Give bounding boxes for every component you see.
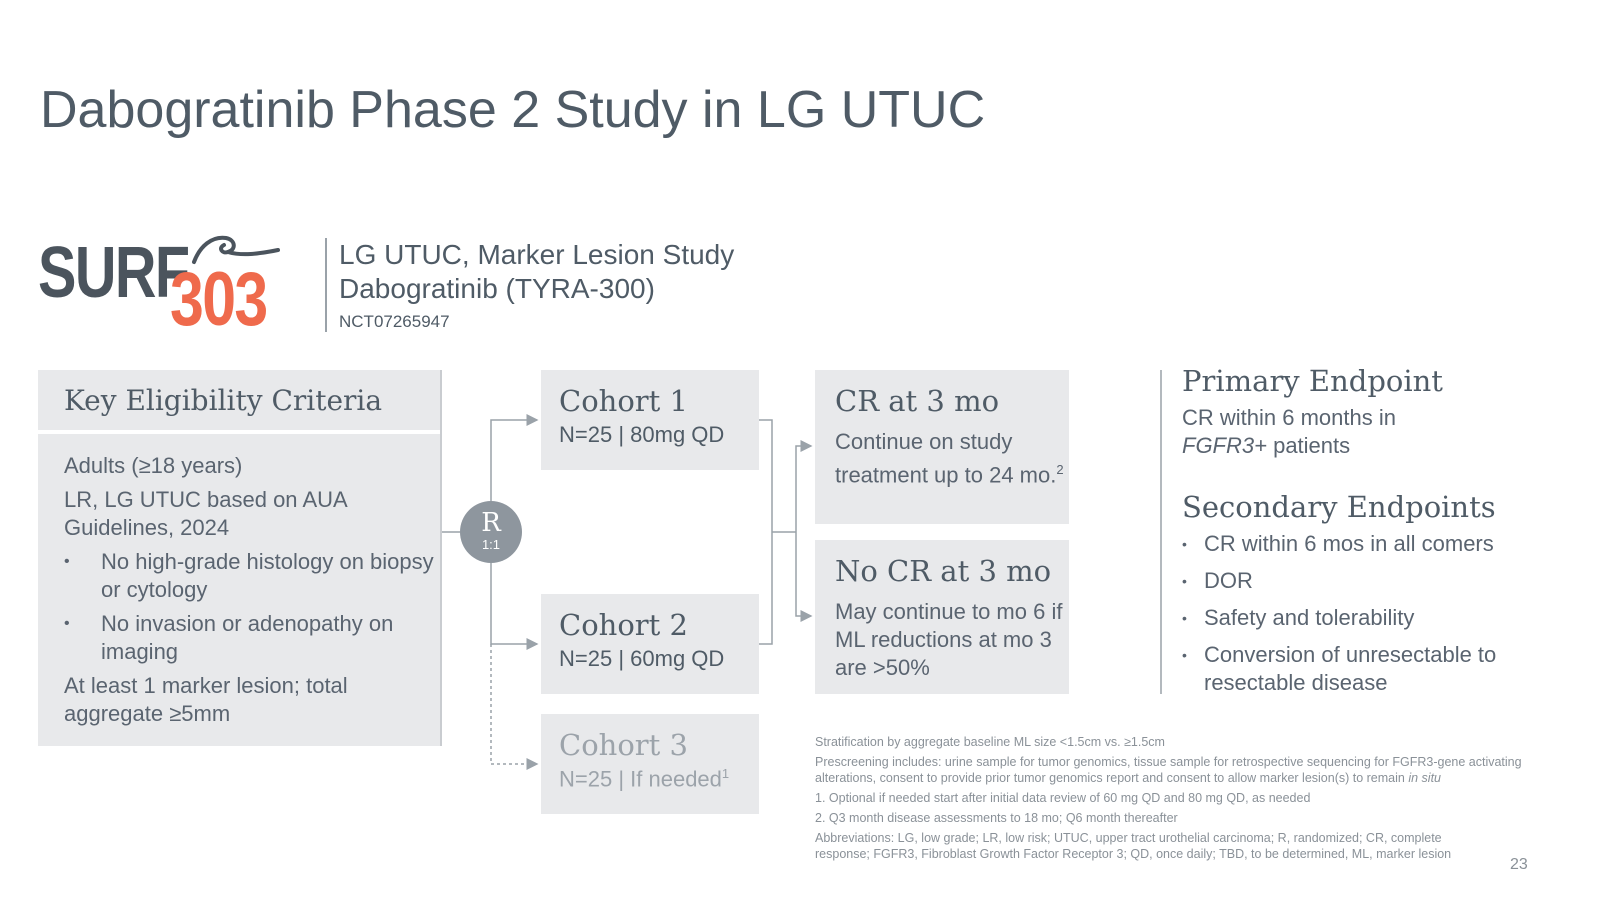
eligibility-item-diagnosis: LR, LG UTUC based on AUA Guidelines, 202… xyxy=(64,487,347,540)
primary-endpoint-title: Primary Endpoint xyxy=(1182,364,1443,398)
eligibility-header: Key Eligibility Criteria xyxy=(38,370,440,434)
eligibility-bullet-text: No high-grade histology on biopsy or cyt… xyxy=(101,549,434,602)
primary-endpoint-text: CR within 6 months in FGFR3+ patients xyxy=(1182,404,1582,460)
outcome-body: Continue on study treatment up to 24 mo.… xyxy=(835,428,1065,489)
merge-to-no-cr-arrow xyxy=(795,532,813,622)
list-item: •DOR xyxy=(1182,568,1253,593)
wave-icon xyxy=(192,235,280,264)
list-item-text: Conversion of unresectable to resectable… xyxy=(1204,642,1497,695)
cohort-merge-line xyxy=(758,419,796,645)
logo-number: 303 xyxy=(170,257,268,342)
cohort-title: Cohort 2 xyxy=(559,608,688,642)
randomization-node: R 1:1 xyxy=(460,501,522,563)
endpoints-panel: Primary Endpoint CR within 6 months in F… xyxy=(1182,364,1582,706)
randomization-to-cohort1-arrow xyxy=(490,414,539,501)
cr-at-3mo-box: CR at 3 mo Continue on study treatment u… xyxy=(815,370,1069,524)
primary-endpoint-gene: FGFR3+ xyxy=(1182,433,1267,458)
study-heading: LG UTUC, Marker Lesion Study Dabogratini… xyxy=(325,238,734,332)
footnote-ref: 1 xyxy=(721,766,730,781)
footnotes: Stratification by aggregate baseline ML … xyxy=(815,734,1545,866)
footnote-1: 1. Optional if needed start after initia… xyxy=(815,791,1311,805)
study-name: LG UTUC, Marker Lesion Study xyxy=(339,239,735,270)
eligibility-bullet: •No high-grade histology on biopsy or cy… xyxy=(64,549,434,602)
slide-title: Dabogratinib Phase 2 Study in LG UTUC xyxy=(40,81,986,139)
randomization-letter: R xyxy=(481,508,501,538)
footnote-prescreening: Prescreening includes: urine sample for … xyxy=(815,754,1545,786)
surf303-logo: SURF 303 xyxy=(38,232,288,342)
primary-endpoint-line1: CR within 6 months in xyxy=(1182,405,1396,430)
list-item-text: Safety and tolerability xyxy=(1204,605,1415,630)
merge-to-cr-arrow xyxy=(795,440,813,532)
list-item: •CR within 6 mos in all comers xyxy=(1182,531,1494,556)
cohort-detail-text: N=25 | If needed xyxy=(559,766,722,792)
study-nct-id: NCT07265947 xyxy=(339,312,450,331)
list-item: •Safety and tolerability xyxy=(1182,605,1415,630)
eligibility-box: Key Eligibility Criteria Adults (≥18 yea… xyxy=(38,370,442,746)
list-item-text: DOR xyxy=(1204,568,1253,593)
cohort-title: Cohort 1 xyxy=(559,384,688,418)
footnote-prescreening-italic: in situ xyxy=(1408,771,1441,785)
primary-endpoint-line2: patients xyxy=(1266,433,1351,458)
eligibility-list: Adults (≥18 years) LR, LG UTUC based on … xyxy=(64,452,434,734)
endpoints-divider xyxy=(1160,370,1162,694)
outcome-body-text: Continue on study treatment up to 24 mo. xyxy=(835,429,1057,488)
cohort-detail: N=25 | If needed1 xyxy=(559,766,729,792)
randomization-to-cohort2-arrow xyxy=(490,563,539,650)
footnote-stratification: Stratification by aggregate baseline ML … xyxy=(815,735,1165,749)
page-number: 23 xyxy=(1510,856,1528,873)
cohort-title: Cohort 3 xyxy=(559,728,688,762)
no-cr-at-3mo-box: No CR at 3 mo May continue to mo 6 if ML… xyxy=(815,540,1069,694)
cohort-detail: N=25 | 60mg QD xyxy=(559,646,725,671)
secondary-endpoints-title: Secondary Endpoints xyxy=(1182,490,1496,524)
list-item: •Conversion of unresectable to resectabl… xyxy=(1182,642,1497,695)
list-item-text: CR within 6 mos in all comers xyxy=(1204,531,1494,556)
outcome-title: CR at 3 mo xyxy=(835,384,1000,418)
outcome-body: May continue to mo 6 if ML reductions at… xyxy=(835,599,1063,680)
footnote-2: 2. Q3 month disease assessments to 18 mo… xyxy=(815,811,1178,825)
cohort-detail: N=25 | 80mg QD xyxy=(559,422,725,447)
footnote-abbreviations: Abbreviations: LG, low grade; LR, low ri… xyxy=(815,831,1452,861)
eligibility-title: Key Eligibility Criteria xyxy=(64,384,383,417)
footnote-ref: 2 xyxy=(1056,462,1064,477)
eligibility-item-age: Adults (≥18 years) xyxy=(64,453,243,478)
secondary-endpoints-list: •CR within 6 mos in all comers •DOR •Saf… xyxy=(1182,530,1582,697)
eligibility-item-marker-lesion: At least 1 marker lesion; total aggregat… xyxy=(64,673,348,726)
footnote-prescreening-text: Prescreening includes: urine sample for … xyxy=(815,755,1522,785)
cohort-2-box: Cohort 2 N=25 | 60mg QD xyxy=(541,594,759,694)
eligibility-bullet: •No invasion or adenopathy on imaging xyxy=(64,611,394,664)
logo-surf-text: SURF xyxy=(38,233,190,313)
cohort-3-box: Cohort 3 N=25 | If needed1 xyxy=(541,714,759,814)
study-drug: Dabogratinib (TYRA-300) xyxy=(339,273,655,304)
eligibility-bullet-text: No invasion or adenopathy on imaging xyxy=(101,611,394,664)
outcome-title: No CR at 3 mo xyxy=(835,554,1052,588)
randomization-to-cohort3-arrow xyxy=(490,644,539,770)
randomization-ratio: 1:1 xyxy=(481,537,501,552)
cohort-1-box: Cohort 1 N=25 | 80mg QD xyxy=(541,370,759,470)
